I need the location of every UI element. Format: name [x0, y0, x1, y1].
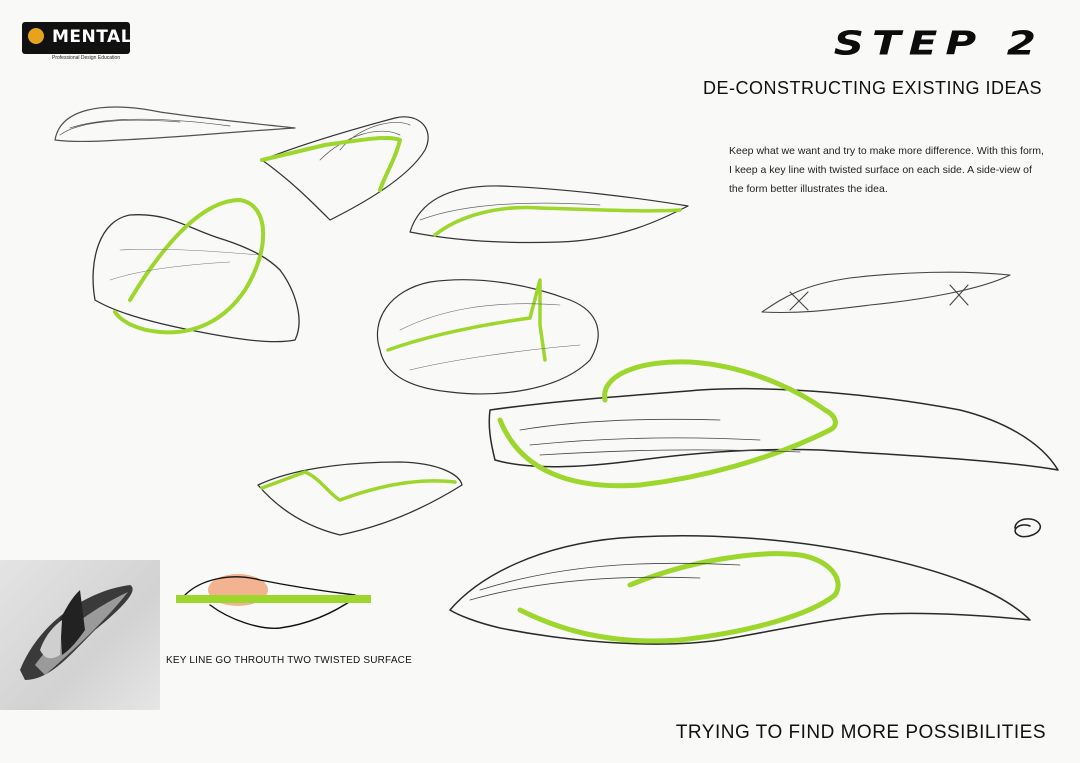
keyline-label: KEY LINE GO THROUTH TWO TWISTED SURFACE [166, 655, 412, 666]
sketch-form-8 [257, 461, 463, 536]
step-title: STEP 2 [833, 24, 1044, 63]
twisted-form-image [20, 585, 133, 680]
sketch-form-6 [761, 271, 1011, 314]
mental-logo: MENTAL Professional Design Education [22, 22, 134, 62]
logo-tagline: Professional Design Education [52, 55, 121, 61]
sketch-form-7 [488, 359, 1059, 489]
sketch-form-1 [54, 106, 296, 143]
keyline-diagram [176, 574, 371, 629]
page-subtitle: DE-CONSTRUCTING EXISTING IDEAS [702, 78, 1042, 98]
sketch-form-2 [260, 116, 429, 221]
description-text: Keep what we want and try to make more d… [729, 145, 1044, 195]
doodle-loop [1014, 518, 1041, 538]
sketch-form-3 [409, 185, 689, 244]
logo-wordmark: MENTAL [52, 27, 133, 47]
sketch-form-9 [449, 534, 1031, 645]
sketch-form-5 [376, 278, 599, 395]
twisted-form-photo [0, 560, 160, 710]
sketch-form-4 [92, 198, 300, 343]
logo-circle-icon [25, 25, 47, 47]
bottom-caption: TRYING TO FIND MORE POSSIBILITIES [675, 722, 1046, 743]
